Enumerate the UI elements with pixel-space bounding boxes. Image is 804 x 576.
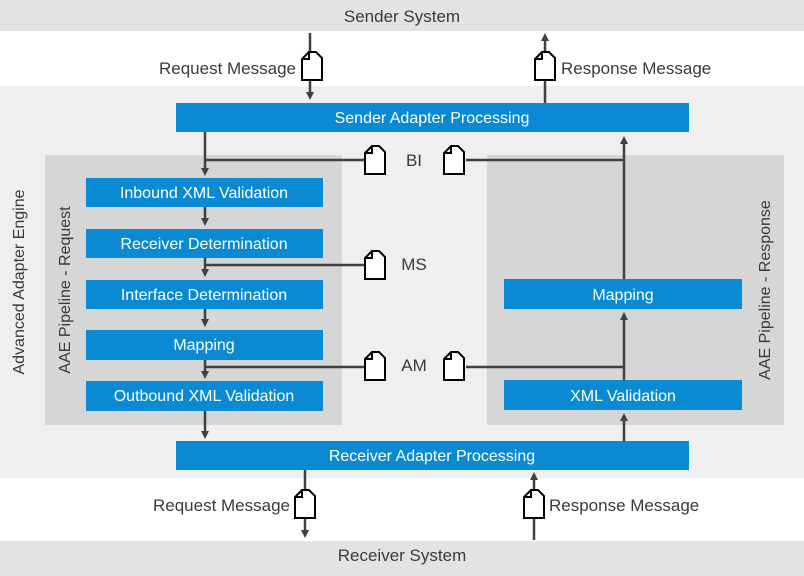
document-icon: [364, 145, 386, 175]
sender-adapter-label: Sender Adapter Processing: [335, 110, 530, 127]
sender-system-band: [0, 0, 804, 31]
document-icon: [534, 51, 556, 81]
response-pipeline-title: AAE Pipeline - Response: [757, 200, 774, 380]
document-icon: [294, 489, 316, 519]
request-step-label: Outbound XML Validation: [114, 388, 295, 405]
response-step-mapping: Mapping: [504, 279, 742, 309]
receiver-adapter-box: Receiver Adapter Processing: [176, 441, 689, 470]
log-bi-label: BI: [406, 151, 422, 170]
sender-system-label: Sender System: [344, 7, 460, 26]
document-icon: [443, 145, 465, 175]
request-pipeline-title: AAE Pipeline - Request: [57, 206, 74, 374]
request-step-label: Inbound XML Validation: [120, 185, 288, 202]
document-icon: [301, 51, 323, 81]
bottom-request-message-label: Request Message: [153, 496, 290, 515]
document-icons: [294, 51, 556, 519]
response-step-xml-validation: XML Validation: [504, 380, 742, 410]
request-step-receiver-determination: Receiver Determination: [86, 229, 323, 258]
request-step-label: Interface Determination: [121, 287, 287, 304]
bottom-response-message-label: Response Message: [549, 496, 699, 515]
request-step-label: Receiver Determination: [120, 236, 287, 253]
request-step-inbound-xml-validation: Inbound XML Validation: [86, 178, 323, 207]
top-response-message-label: Response Message: [561, 59, 711, 78]
engine-label: Advanced Adapter Engine: [11, 189, 28, 374]
document-icon: [364, 250, 386, 280]
response-step-label: Mapping: [592, 287, 653, 304]
receiver-system-label: Receiver System: [338, 546, 466, 565]
log-am-label: AM: [401, 356, 427, 375]
request-step-mapping: Mapping: [86, 330, 323, 360]
document-icon: [443, 351, 465, 381]
request-step-interface-determination: Interface Determination: [86, 280, 323, 309]
sender-adapter-box: Sender Adapter Processing: [176, 103, 689, 132]
connectors: [201, 33, 628, 540]
document-icon: [523, 489, 545, 519]
request-step-label: Mapping: [173, 337, 234, 354]
log-ms-label: MS: [401, 255, 427, 274]
top-request-message-label: Request Message: [159, 59, 296, 78]
receiver-adapter-label: Receiver Adapter Processing: [329, 448, 535, 465]
request-step-outbound-xml-validation: Outbound XML Validation: [86, 381, 323, 411]
document-icon: [364, 351, 386, 381]
receiver-system-band: [0, 541, 804, 576]
response-step-label: XML Validation: [570, 388, 676, 405]
